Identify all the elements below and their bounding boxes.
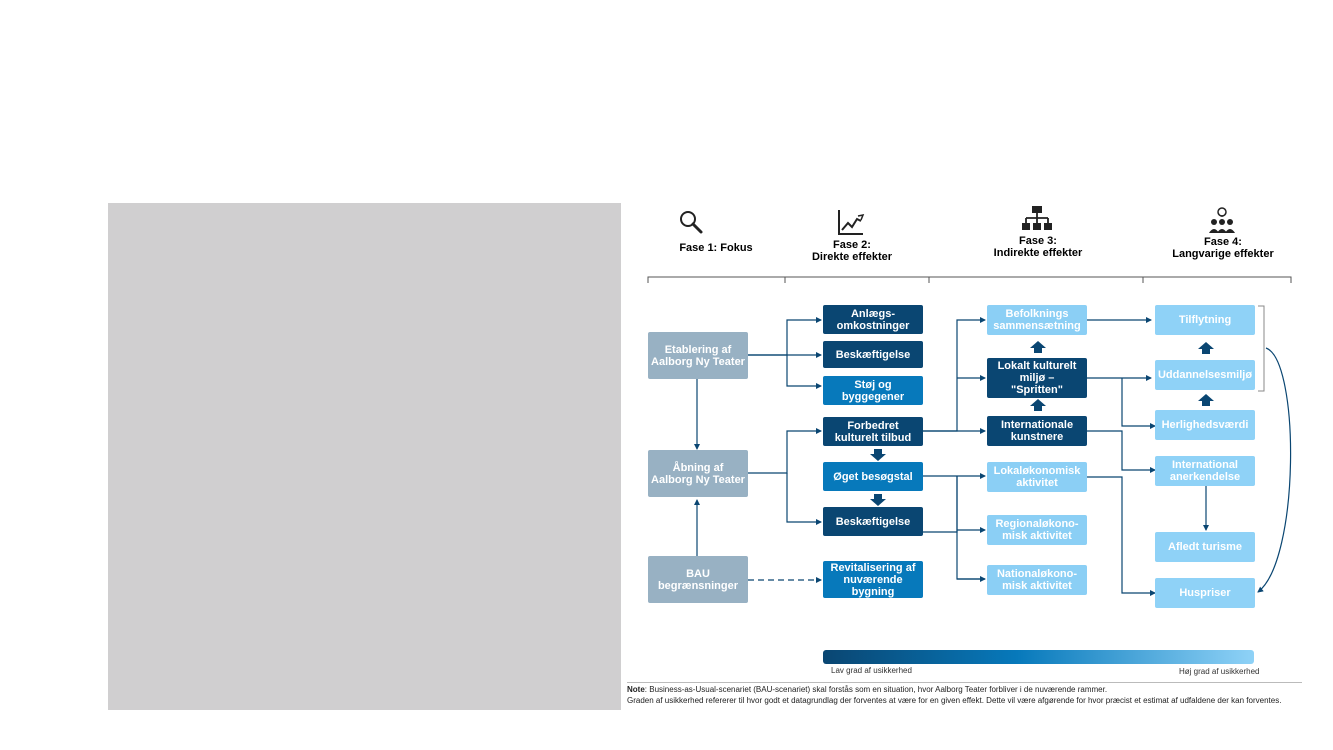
legend-low-label: Lav grad af usikkerhed [831,666,912,675]
box-lokalt-miljoe: Lokalt kulturelt miljø – "Spritten" [987,358,1087,398]
box-huspriser: Huspriser [1155,578,1255,608]
magnifier-icon [680,211,703,234]
box-etablering: Etablering af Aalborg Ny Teater [648,332,748,379]
note-line-1: : Business-as-Usual-scenariet (BAU-scena… [644,685,1108,694]
box-besoegstal: Øget besøgstal [823,462,923,491]
note-line-2: Graden af usikkerhed refererer til hvor … [627,696,1282,705]
box-forbedret: Forbedret kulturelt tilbud [823,417,923,446]
box-uddannelse: Uddannelsesmiljø [1155,360,1255,390]
people-idea-icon [1209,207,1235,233]
note-divider [627,682,1302,683]
box-internationale-kunstnere: Internationale kunstnere [987,416,1087,446]
box-beskaeftigelse-1: Beskæftigelse [823,341,923,368]
box-bau: BAU begrænsninger [648,556,748,603]
note-text: Note: Business-as-Usual-scenariet (BAU-s… [627,684,1327,706]
phase-3-label: Fase 3: Indirekte effekter [993,235,1083,259]
box-nationaloekonomisk: Nationaløkono- misk aktivitet [987,565,1087,595]
gray-placeholder-panel [108,203,621,710]
legend-high-label: Høj grad af usikkerhed [1179,667,1260,676]
org-chart-icon [1022,206,1052,230]
box-stoej: Støj og byggegener [823,376,923,405]
uncertainty-gradient-bar [823,650,1254,664]
note-label: Note [627,685,645,694]
box-tilflytning: Tilflytning [1155,305,1255,335]
box-revitalisering: Revitalisering af nuværende bygning [823,561,923,598]
line-chart-icon [838,210,865,235]
box-anlaeg: Anlægs- omkostninger [823,305,923,334]
phase-1-label: Fase 1: Fokus [679,242,753,254]
box-befolkning: Befolknings sammensætning [987,305,1087,335]
box-lokaloekonomisk: Lokaløkonomisk aktivitet [987,462,1087,492]
box-beskaeftigelse-2: Beskæftigelse [823,507,923,536]
phase-2-label: Fase 2: Direkte effekter [811,239,893,263]
box-regionaloekonomisk: Regionaløkono- misk aktivitet [987,515,1087,545]
box-turisme: Afledt turisme [1155,532,1255,562]
box-herligheds: Herlighedsværdi [1155,410,1255,440]
box-anerkendelse: International anerkendelse [1155,456,1255,486]
phase-4-label: Fase 4: Langvarige effekter [1172,236,1274,260]
box-aabning: Åbning af Aalborg Ny Teater [648,450,748,497]
